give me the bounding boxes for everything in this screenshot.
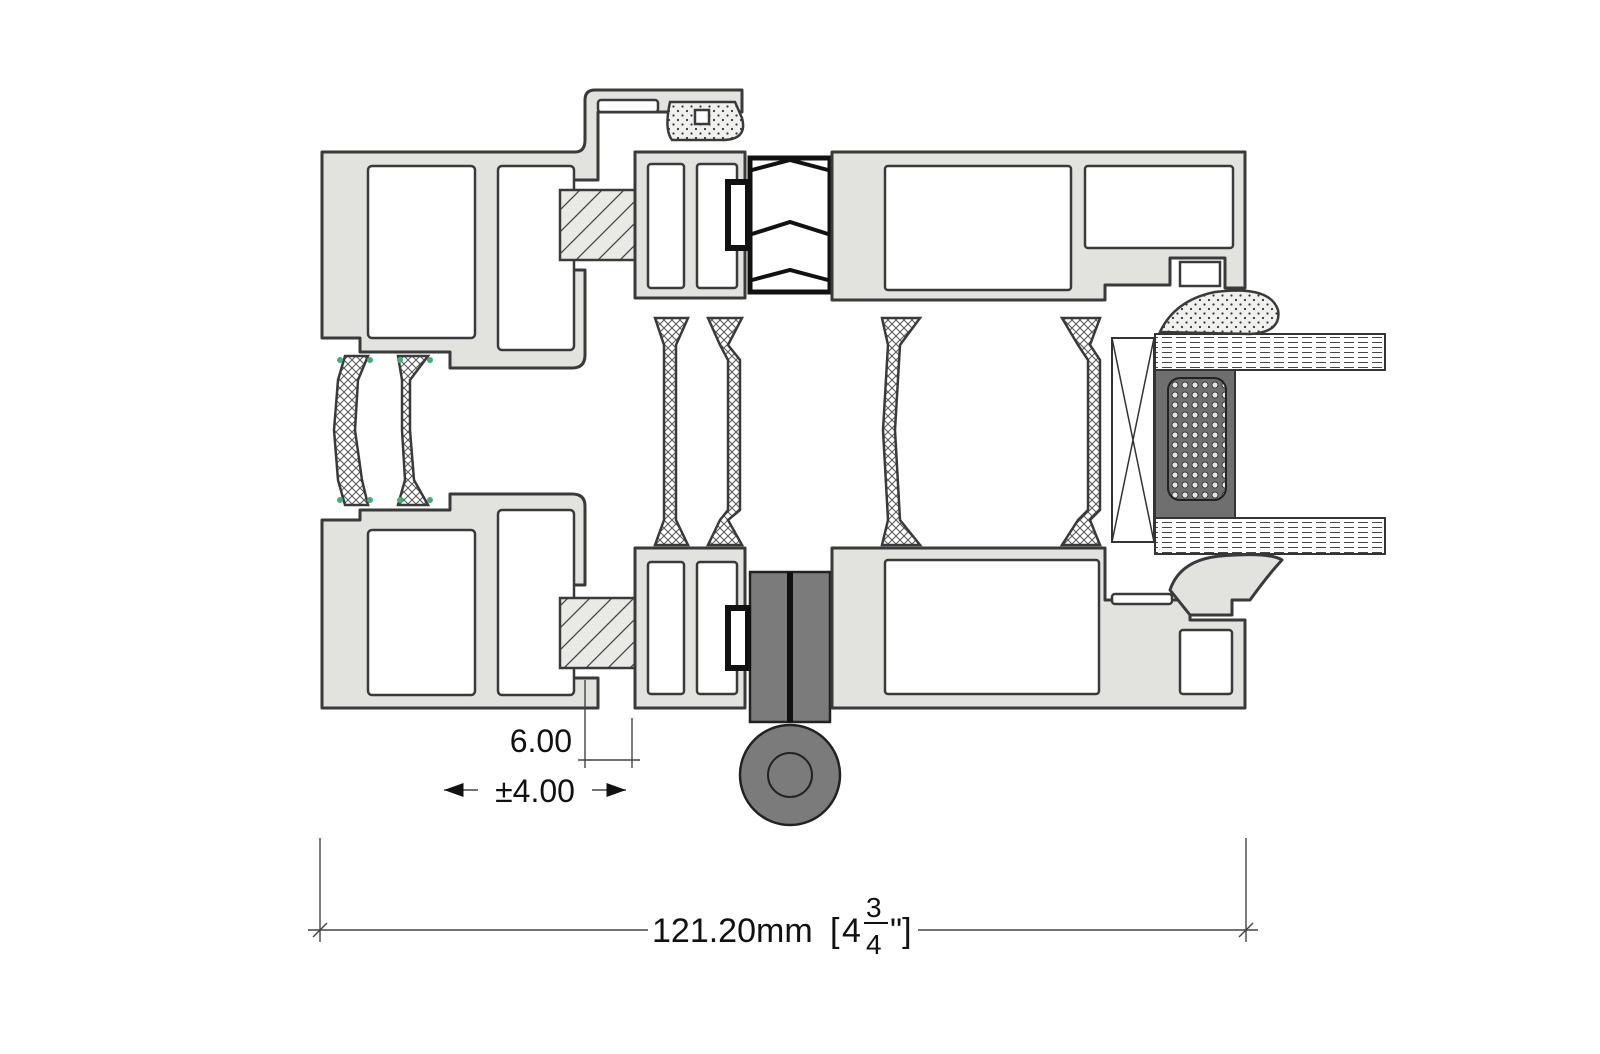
- outer-frame-lower: [320, 492, 600, 710]
- hinge: [725, 570, 859, 827]
- outer-frame-upper: [320, 88, 744, 370]
- thermal-break-right-b: [1059, 316, 1102, 547]
- sash-upper: [830, 150, 1247, 302]
- sash-lower: [830, 546, 1247, 710]
- imperial-numerator: 3: [866, 892, 882, 923]
- dimension-tolerance: ±4.00: [444, 773, 626, 809]
- top-bead-seal: [596, 98, 745, 142]
- center-frame-lower: [633, 546, 747, 710]
- glazing-seal-top: [1158, 289, 1280, 336]
- overall-width-metric-label: 121.20mm: [652, 912, 813, 950]
- thermal-break-center-a: [653, 316, 690, 547]
- center-frame-upper: [633, 150, 747, 300]
- thermal-break-center-b: [706, 316, 745, 547]
- open-bracket: [: [830, 912, 840, 950]
- dimension-offset-label: 6.00: [510, 723, 572, 759]
- dimension-overall-width: 121.20mm [ 4 3 4 "]: [308, 838, 1258, 960]
- bead-clip: [1110, 592, 1174, 606]
- close-bracket: "]: [890, 912, 912, 950]
- dimension-offset: 6.00: [510, 680, 640, 768]
- glazing-seal-bottom: [1168, 553, 1284, 617]
- imperial-denominator: 4: [866, 929, 882, 960]
- thermal-break-right-a: [880, 316, 923, 547]
- thermal-break-left: [332, 354, 433, 507]
- setting-block: [1111, 337, 1155, 543]
- dimension-tolerance-label: ±4.00: [495, 773, 575, 809]
- imperial-whole: 4: [842, 912, 861, 950]
- glass-unit: [1154, 333, 1386, 555]
